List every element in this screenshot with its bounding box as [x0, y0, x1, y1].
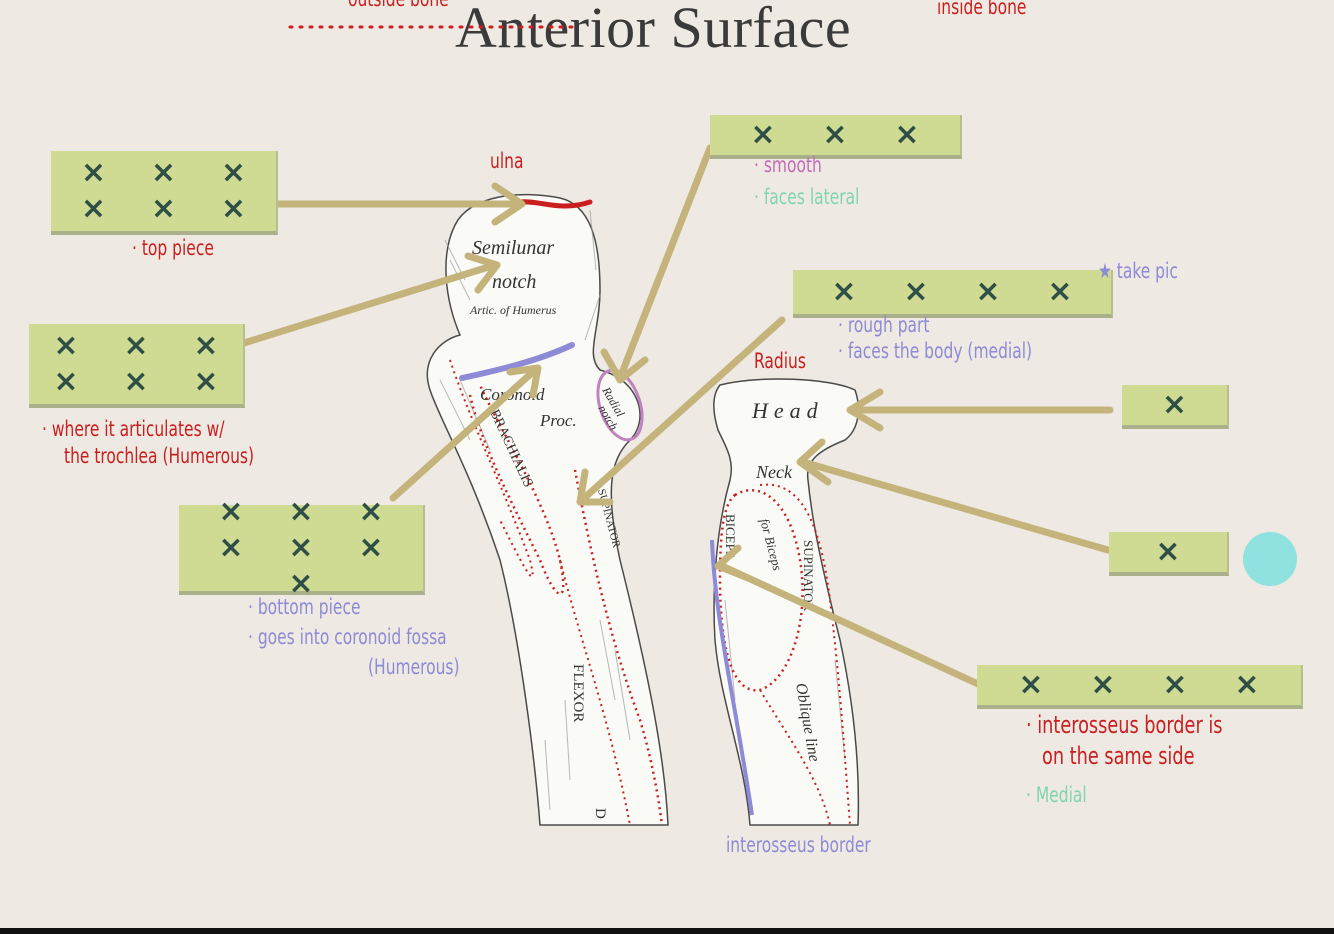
answer-mark: × — [193, 328, 219, 363]
smooth-note: · smooth — [754, 153, 822, 177]
answer-mark: × — [358, 530, 384, 565]
arrow-neck — [796, 438, 1112, 554]
faces-body-note: · faces the body (medial) — [838, 339, 1033, 363]
flexor-label: FLEXOR — [570, 664, 586, 722]
answer-mark: × — [218, 530, 244, 565]
answer-box-tuberosity[interactable]: × × × × — [977, 665, 1303, 709]
semilunar-label: Semilunar — [472, 237, 554, 259]
answer-box-top-piece[interactable]: × × × × × × — [51, 151, 278, 235]
answer-box-smooth[interactable]: × × × — [710, 115, 962, 159]
flexor-outline — [573, 469, 664, 826]
neck-label: Neck — [755, 462, 793, 482]
medial-note: · Medial — [1026, 783, 1087, 807]
answer-mark: × — [831, 274, 857, 309]
interosseus-same-side-note-1: · interosseus border is — [1026, 711, 1223, 739]
coronoid-highlight — [459, 342, 575, 381]
answer-mark: × — [903, 274, 929, 309]
answer-mark: × — [123, 364, 149, 399]
inside-bone-note: inside bone — [937, 0, 1027, 19]
cyan-marker-dot[interactable] — [1243, 532, 1297, 586]
answer-box-rough-part[interactable]: × × × × — [793, 270, 1113, 318]
head-label: Head — [751, 398, 824, 423]
answer-mark: × — [80, 155, 107, 190]
arrow-head — [846, 388, 1114, 432]
faces-lateral-note: · faces lateral — [754, 185, 860, 209]
arrow-tuberosity — [714, 544, 982, 688]
supinator-outline — [759, 483, 851, 826]
articulates-note-1: · where it articulates w/ — [42, 417, 225, 441]
answer-mark: × — [1018, 667, 1044, 702]
answer-mark: × — [1047, 274, 1073, 309]
coronoid-fossa-note-1: · goes into coronoid fossa — [248, 625, 447, 649]
artic-label: Artic. of Humerus — [469, 303, 557, 317]
answer-mark: × — [1234, 667, 1260, 702]
top-piece-note: · top piece — [132, 236, 214, 260]
answer-mark: × — [288, 494, 314, 529]
answer-mark: × — [80, 191, 107, 226]
arrow-radial-notch — [600, 144, 714, 384]
interosseus-border-note: interosseus border — [726, 833, 871, 857]
answer-mark: × — [975, 274, 1001, 309]
answer-mark: × — [220, 191, 247, 226]
answer-mark: × — [358, 494, 384, 529]
interosseus-highlight — [710, 539, 754, 816]
answer-mark: × — [1090, 667, 1116, 702]
answer-mark: × — [894, 117, 920, 152]
answer-box-bottom-piece[interactable]: × × × × × × × — [179, 497, 425, 599]
slide-title: Anterior Surface — [455, 0, 852, 60]
notch-label: notch — [492, 271, 536, 293]
ulna-note: ulna — [490, 149, 524, 173]
answer-mark: × — [1162, 667, 1188, 702]
bottom-edge-bar — [0, 928, 1334, 934]
rough-part-note: · rough part — [838, 313, 930, 337]
arrow-semilunar — [240, 252, 501, 347]
answer-mark: × — [1161, 387, 1188, 422]
answer-mark: × — [123, 328, 149, 363]
arrow-rough-part — [576, 316, 786, 506]
ulna-top-highlight — [517, 199, 593, 209]
radius-note: Radius — [754, 349, 806, 373]
ulna-bone — [426, 193, 669, 826]
answer-box-head[interactable]: × — [1122, 385, 1229, 429]
take-pic-note: ★ take pic — [1098, 259, 1178, 283]
answer-box-articulates[interactable]: × × × × × × — [29, 324, 245, 408]
answer-mark: × — [218, 494, 244, 529]
answer-mark: × — [220, 155, 247, 190]
arrow-top-piece — [274, 182, 526, 226]
radius-bone — [713, 378, 860, 826]
answer-mark: × — [1155, 534, 1181, 569]
outside-bone-note: outside bone — [348, 0, 449, 12]
articulates-note-2: the trochlea (Humerous) — [64, 444, 255, 468]
interosseus-same-side-note-2: on the same side — [1042, 742, 1195, 770]
answer-mark: × — [53, 328, 79, 363]
pointer-arrows — [240, 144, 1114, 688]
answer-mark: × — [822, 117, 848, 152]
answer-mark: × — [150, 155, 177, 190]
radial-notch-highlight — [596, 368, 644, 442]
supinator-right-label: SUPINATOR — [801, 540, 816, 612]
bottom-piece-note: · bottom piece — [248, 595, 361, 619]
proc-label: Proc. — [539, 411, 577, 430]
coronoid-fossa-note-2: (Humerous) — [368, 655, 460, 679]
answer-mark: × — [150, 191, 177, 226]
answer-mark: × — [750, 117, 776, 152]
flexor-d-label: D — [592, 808, 608, 819]
answer-box-neck[interactable]: × — [1109, 532, 1229, 576]
oblique-outline — [759, 689, 831, 826]
answer-mark: × — [193, 364, 219, 399]
arrow-coronoid — [389, 364, 542, 502]
flexor-outline-inner — [559, 559, 631, 826]
answer-mark: × — [288, 530, 314, 565]
answer-mark: × — [53, 364, 79, 399]
answer-mark: × — [288, 566, 314, 601]
